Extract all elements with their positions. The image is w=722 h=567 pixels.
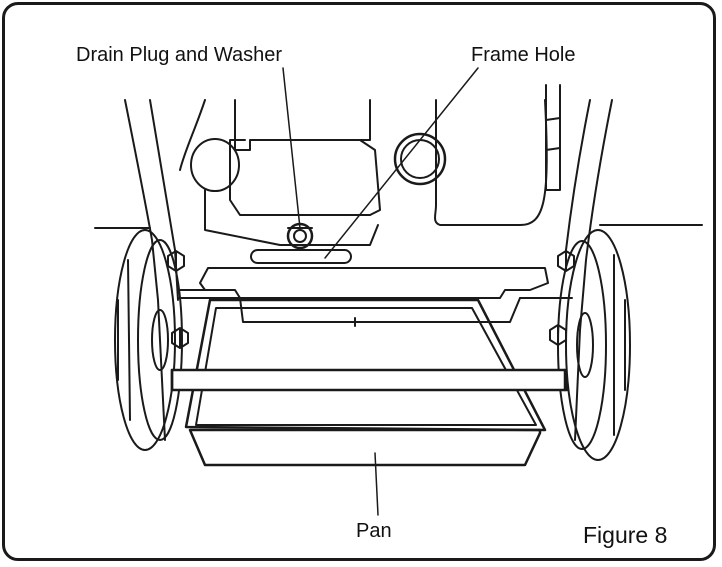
oil-pan	[184, 298, 547, 467]
drain-plug-label: Drain Plug and Washer	[76, 44, 283, 66]
right-wheel	[557, 229, 631, 461]
leader-lines	[282, 67, 479, 516]
frame-plate	[199, 267, 549, 327]
figure-caption: Figure 8	[583, 522, 668, 548]
axle-bar	[170, 368, 569, 392]
housing-left	[94, 99, 206, 441]
frame-hole-label: Frame Hole	[471, 44, 576, 66]
engine-block	[190, 99, 548, 246]
leader-drain-plug	[282, 67, 301, 229]
figure-frame	[2, 2, 716, 561]
bolts	[167, 250, 575, 349]
frame-hole-opening	[393, 132, 447, 186]
left-wheel	[114, 229, 183, 451]
leader-pan	[374, 452, 379, 516]
pan-label: Pan	[356, 520, 392, 542]
housing-right	[545, 84, 703, 441]
frame-slot	[250, 249, 352, 264]
leader-frame-hole	[324, 67, 479, 259]
